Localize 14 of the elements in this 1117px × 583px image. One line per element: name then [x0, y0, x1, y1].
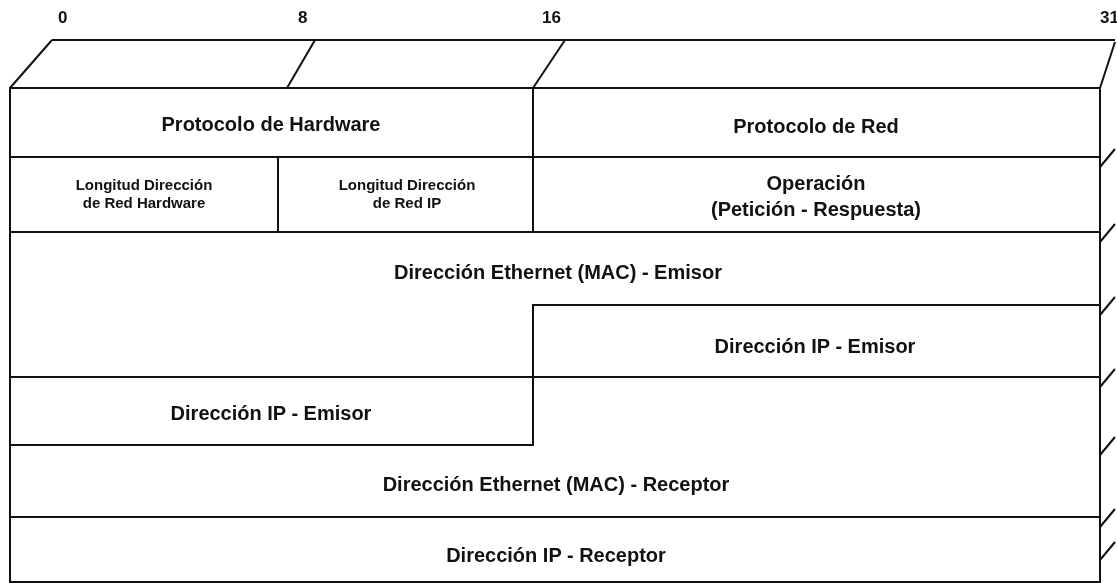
field-name: Dirección IP - Receptor [446, 543, 666, 567]
bit-number: 0 [58, 8, 68, 28]
field-name: Protocolo de Hardware [161, 112, 381, 136]
field-name: Longitud Dirección de Red Hardware [74, 176, 214, 212]
field-name: Longitud Dirección de Red IP [337, 176, 477, 212]
field-name: Protocolo de Red [733, 114, 899, 138]
field-name: Dirección IP - Emisor [714, 334, 916, 358]
field-name: Dirección Ethernet (MAC) - Emisor [394, 260, 722, 284]
field-name: Dirección IP - Emisor [170, 401, 372, 425]
bit-number: 8 [298, 8, 308, 28]
field-name: (Petición - Respuesta) [711, 197, 921, 221]
field-name: Operación [766, 171, 866, 195]
field-name: Dirección Ethernet (MAC) - Receptor [382, 472, 730, 496]
bit-number: 16 [542, 8, 561, 28]
